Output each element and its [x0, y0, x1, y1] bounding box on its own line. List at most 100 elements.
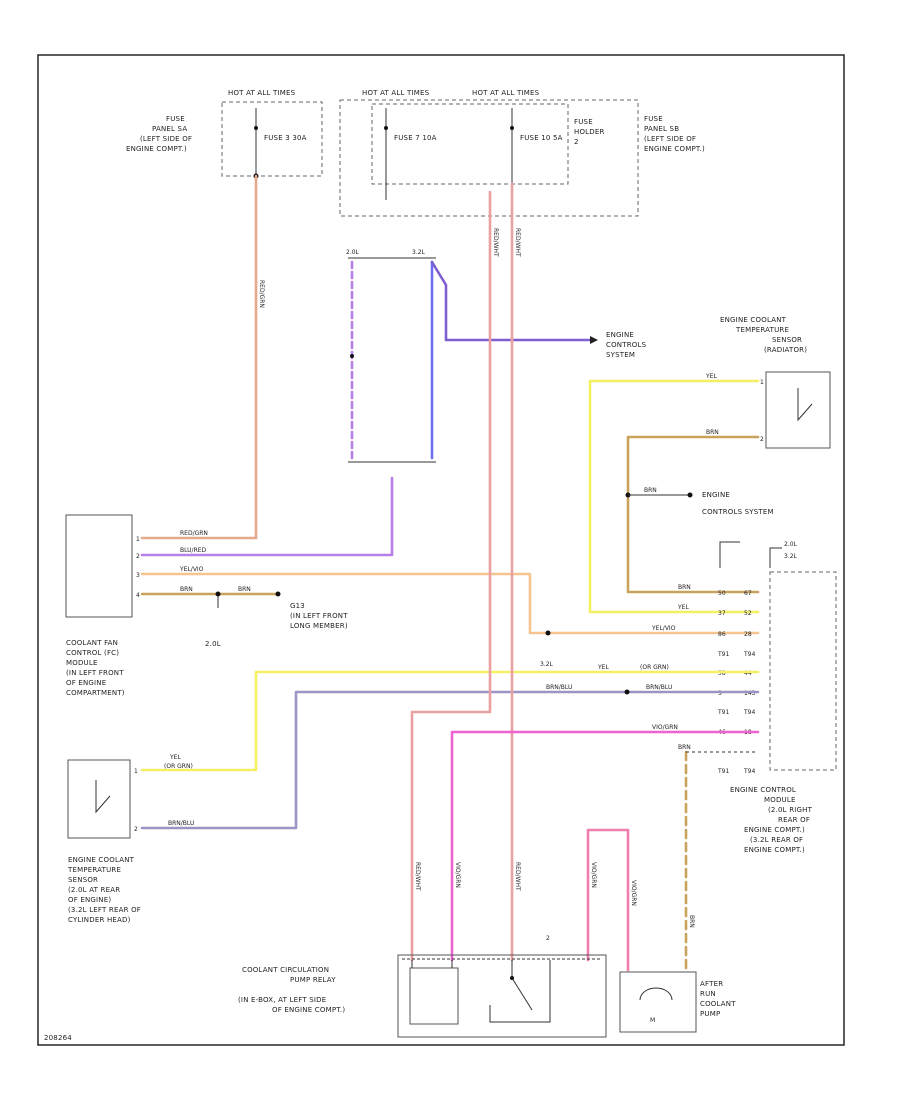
wire-label-pink-2: VIO/GRN — [630, 880, 637, 906]
fc-label-3: (IN LEFT FRONT — [66, 669, 124, 677]
wire-label-red-grn-2: RED/GRN — [180, 530, 208, 537]
pump-label-2: COOLANT — [700, 1000, 736, 1008]
g13-2-0l-label: 2.0L — [205, 640, 221, 648]
relay-label-0: COOLANT CIRCULATION — [242, 966, 329, 974]
fc-label-0: COOLANT FAN — [66, 639, 118, 647]
ecm-t94-c: T94 — [743, 768, 755, 775]
ects-bot-label-2: SENSOR — [68, 876, 98, 884]
wire-label-brn-pump-2: BRN — [688, 915, 695, 928]
wire-label-yel-3: YEL — [169, 754, 181, 761]
wire-label-brn-top: BRN — [706, 429, 719, 436]
ecm-label-6: ENGINE COMPT.) — [744, 846, 805, 854]
ecm-t91-c: T91 — [717, 768, 729, 775]
ects-bot-label-4: OF ENGINE) — [68, 896, 111, 904]
pump-label-0: AFTER — [700, 980, 723, 988]
ecm-3-2l: 3.2L — [784, 553, 798, 560]
after-run-coolant-pump: M — [619, 971, 697, 1033]
fuse-sb-panel-0: FUSE — [644, 115, 663, 123]
fc-label-4: OF ENGINE — [66, 679, 106, 687]
ecm-pin-52: 52 — [744, 610, 752, 617]
ecm-pin-58: 58 — [718, 670, 726, 677]
fuse-holder-1: HOLDER — [574, 128, 605, 136]
ecm-label-4: ENGINE COMPT.) — [744, 826, 805, 834]
ecm-pin-50: 50 — [718, 590, 726, 597]
ecm-t94-a: T94 — [743, 651, 755, 658]
fuse-sb-hot2-label: HOT AT ALL TIMES — [472, 89, 540, 97]
wire-vio-grn — [450, 730, 760, 962]
wire-label-brn-pump-1: BRN — [678, 744, 691, 751]
fuse-sb-panel-2: (LEFT SIDE OF — [644, 135, 696, 143]
wire-purple-engine-controls — [430, 260, 592, 342]
splice-3-2l-label: 3.2L — [540, 661, 554, 668]
ects-bot-label-6: CYLINDER HEAD) — [68, 916, 131, 924]
wire-label-red-wht-1: RED/WHT — [492, 228, 499, 257]
fc-pin-1: 1 — [136, 536, 140, 543]
ects-bot-label-0: ENGINE COOLANT — [68, 856, 135, 864]
ects-bot-pin-1: 1 — [134, 768, 138, 775]
wire-label-vio-grn-1: VIO/GRN — [652, 724, 678, 731]
ecm-2-0l: 2.0L — [784, 541, 798, 548]
ecm-label-0: ENGINE CONTROL — [730, 786, 796, 794]
wire-label-brn-blu-3: BRN/BLU — [168, 820, 194, 827]
fc-pin-4: 4 — [136, 592, 140, 599]
ects-top-label-1: TEMPERATURE — [735, 326, 789, 334]
engine-controls-1-line2: SYSTEM — [606, 351, 635, 359]
svg-text:M: M — [650, 1017, 655, 1024]
wire-pink-pump — [586, 828, 630, 972]
figure-id: 208264 — [44, 1034, 72, 1042]
ect-sensor-radiator: 1 2 — [760, 371, 831, 449]
diagram-frame — [37, 54, 845, 1046]
fc-pin-2: 2 — [136, 553, 140, 560]
fc-label-1: CONTROL (FC) — [66, 649, 119, 657]
wire-label-red-wht-2: RED/WHT — [414, 862, 421, 891]
ects-bot-label-1: TEMPERATURE — [67, 866, 121, 874]
fuse-panel-sa: HOT AT ALL TIMES FUSE 3 30A FUSE PANEL S… — [126, 89, 323, 179]
wire-brn-blu — [140, 690, 760, 830]
fuse-7-label: FUSE 7 10A — [394, 134, 437, 142]
wire-yel-vio — [140, 572, 760, 635]
pin-label-2-0l: 2.0L — [346, 249, 360, 256]
wire-label-yel-vio: YEL/VIO — [179, 566, 204, 573]
fuse-holder-2: 2 — [574, 138, 579, 146]
fc-pin-3: 3 — [136, 572, 140, 579]
wire-label-brn-ecm: BRN — [678, 584, 691, 591]
wire-label-vio-grn-2: VIO/GRN — [454, 862, 461, 888]
ecm-pin-67: 67 — [744, 590, 752, 597]
wire-label-yel-vio-ecm: YEL/VIO — [651, 625, 676, 632]
pin-label-3-2l: 3.2L — [412, 249, 426, 256]
relay-label-3: OF ENGINE COMPT.) — [272, 1006, 345, 1014]
fc-label-5: COMPARTMENT) — [66, 689, 125, 697]
wire-label-brn-blu-2: BRN/BLU — [646, 684, 672, 691]
ecm-label-1: MODULE — [764, 796, 796, 804]
wire-yel-or-grn — [140, 670, 760, 772]
wire-yel-ects-top — [588, 379, 760, 614]
fuse-sa-panel-0: FUSE — [166, 115, 185, 123]
g13-label-1: (IN LEFT FRONT — [290, 612, 348, 620]
pump-label-3: PUMP — [700, 1010, 720, 1018]
wire-label-yel-top: YEL — [705, 373, 717, 380]
ects-top-label-3: (RADIATOR) — [764, 346, 807, 354]
wire-label-red-wht-4: RED/WHT — [514, 862, 521, 891]
ects-top-pin-2: 2 — [760, 436, 764, 443]
ecm-label-3: REAR OF — [778, 816, 810, 824]
ecm-pin-37: 37 — [718, 610, 726, 617]
wire-label-brn-2: BRN — [238, 586, 251, 593]
engine-controls-2-line0: ENGINE — [702, 491, 730, 499]
ecm-label-5: (3.2L REAR OF — [750, 836, 803, 844]
ecm-pin-44: 44 — [744, 670, 752, 677]
relay-label-2: (IN E-BOX, AT LEFT SIDE — [238, 996, 326, 1004]
fuse-10-label: FUSE 10 5A — [520, 134, 563, 142]
fuse-sa-panel-1: PANEL SA — [152, 125, 187, 133]
coolant-fan-control-module: 1 2 3 4 — [65, 514, 140, 618]
fuse-sa-hot-label: HOT AT ALL TIMES — [228, 89, 296, 97]
wire-label-or-grn-1: (OR GRN) — [640, 664, 669, 671]
splice-connector: 2.0L 3.2L — [346, 249, 436, 463]
wire-label-brn-1: BRN — [180, 586, 193, 593]
fuse-holder-0: FUSE — [574, 118, 593, 126]
fuse-sb-panel-1: PANEL SB — [644, 125, 679, 133]
wire-brn-ects-top — [626, 435, 760, 594]
ecm-pin-86: 86 — [718, 631, 726, 638]
wire-label-yel-ecm: YEL — [677, 604, 689, 611]
ecm-t91-a: T91 — [717, 651, 729, 658]
wire-label-red-grn-1: RED/GRN — [258, 280, 265, 308]
